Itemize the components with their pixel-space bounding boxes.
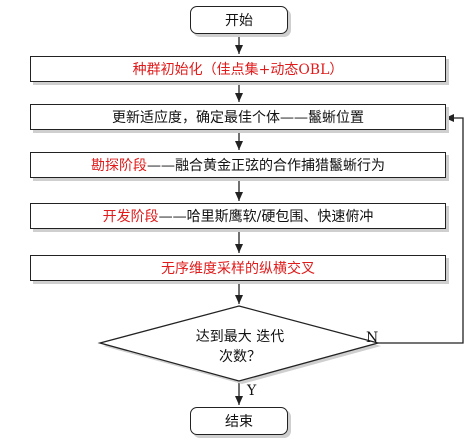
decision-text: 达到最大 迭代 次数？ [150, 327, 330, 367]
start-node: 开始 [190, 6, 288, 34]
explore-node: 勘探阶段——融合黄金正弦的合作捕猎鬣蜥行为 [30, 152, 446, 178]
branch-yes-label: Y [247, 383, 257, 399]
arrow-no-loop-back [378, 114, 464, 344]
end-label: 结束 [225, 414, 253, 430]
fitness-label: 更新适应度，确定最佳个体——鬣蜥位置 [112, 110, 364, 126]
init-node: 种群初始化（佳点集+动态OBL） [30, 56, 446, 82]
end-node: 结束 [190, 407, 288, 435]
cross-node: 无序维度采样的纵横交叉 [30, 255, 446, 281]
fitness-node: 更新适应度，确定最佳个体——鬣蜥位置 [30, 104, 446, 130]
cross-label: 无序维度采样的纵横交叉 [161, 261, 315, 277]
explore-phase-label: 勘探阶段 [91, 158, 147, 174]
start-label: 开始 [225, 13, 253, 29]
exploit-description: ——哈里斯鹰软/硬包围、快速俯冲 [158, 209, 374, 225]
branch-no-label: N [366, 330, 379, 346]
decision-line-2: 次数？ [219, 349, 261, 365]
decision-line-1: 达到最大 迭代 [195, 329, 285, 345]
exploit-node: 开发阶段——哈里斯鹰软/硬包围、快速俯冲 [30, 203, 446, 229]
decision-diamond [97, 305, 381, 382]
init-label: 种群初始化（佳点集+动态OBL） [132, 62, 344, 78]
exploit-phase-label: 开发阶段 [102, 209, 159, 225]
explore-description: ——融合黄金正弦的合作捕猎鬣蜥行为 [147, 158, 385, 174]
